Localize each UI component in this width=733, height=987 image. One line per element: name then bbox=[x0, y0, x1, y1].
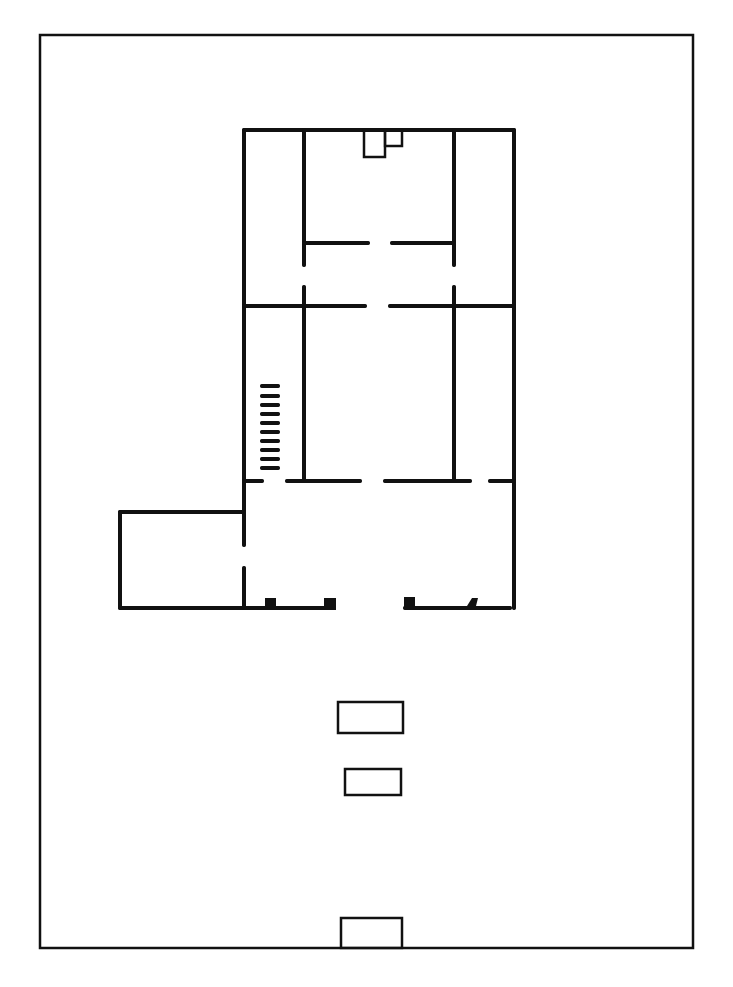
chimney bbox=[362, 128, 404, 159]
outbuilding bbox=[343, 767, 403, 797]
porch-pillars bbox=[265, 597, 478, 610]
gatehouse bbox=[339, 916, 404, 950]
chimney-block bbox=[383, 128, 404, 148]
pillar bbox=[324, 598, 336, 610]
pillar bbox=[265, 598, 276, 609]
chimney-block bbox=[362, 128, 387, 159]
pillar bbox=[467, 598, 478, 606]
main-building bbox=[118, 128, 516, 610]
staircase bbox=[260, 384, 280, 470]
site-boundary bbox=[38, 33, 695, 950]
annex bbox=[118, 510, 246, 610]
pillar bbox=[404, 597, 415, 609]
outbuilding bbox=[336, 700, 405, 735]
